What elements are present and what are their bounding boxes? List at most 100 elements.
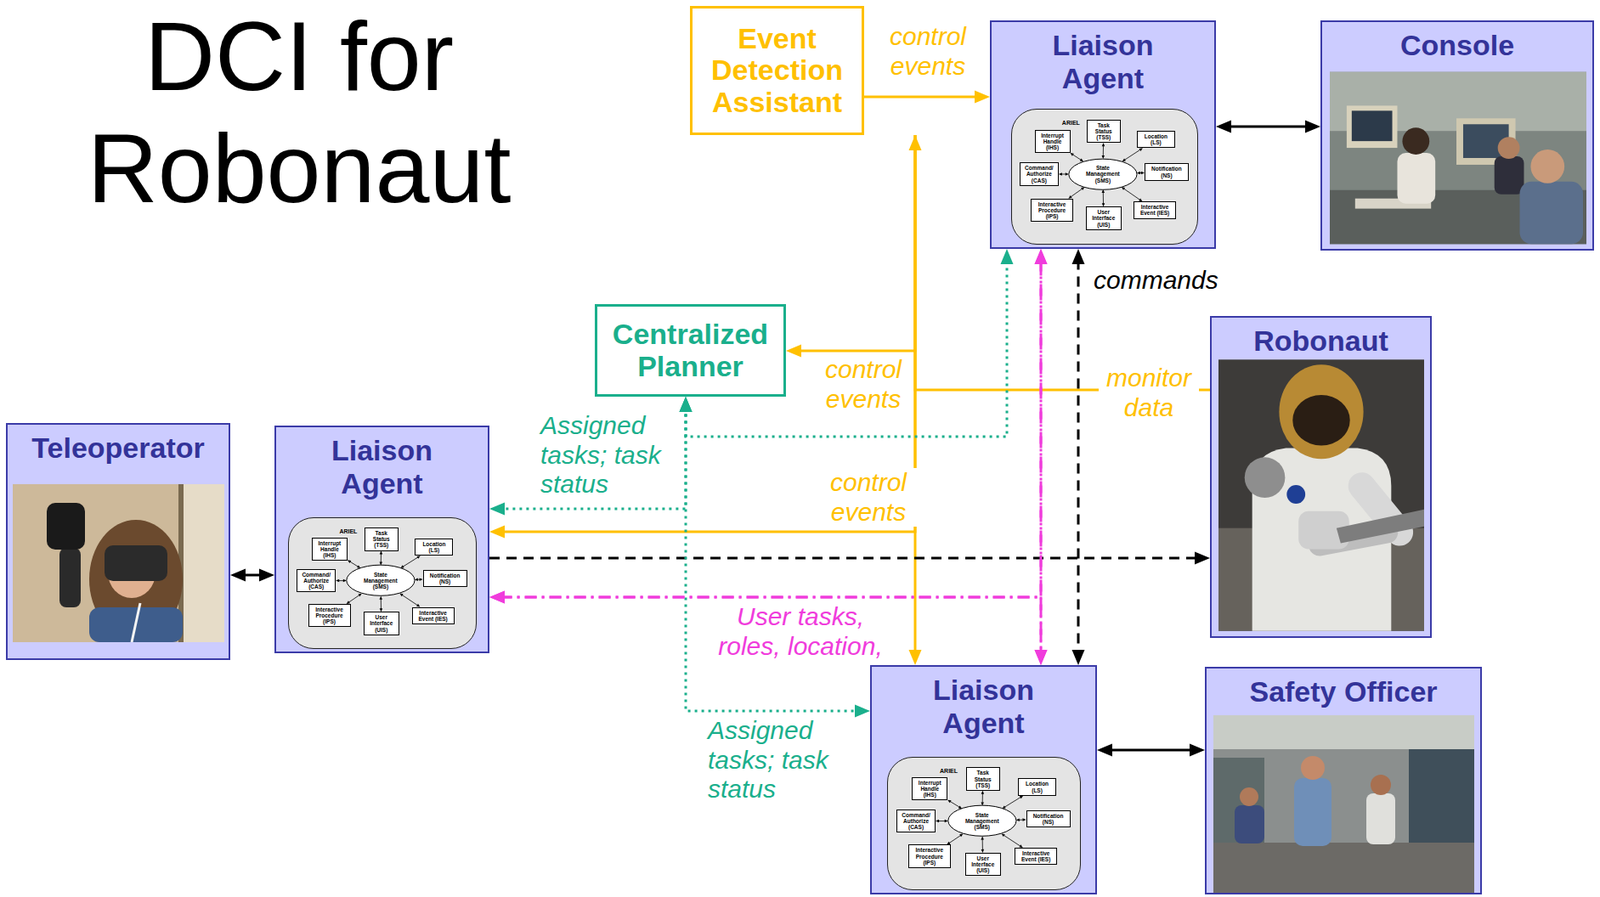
- node-title: Liaison Agent: [310, 434, 455, 501]
- connector: [335, 579, 347, 583]
- service-label: Command/ Authorize (CAS): [899, 812, 933, 831]
- connector: [864, 90, 990, 104]
- connector-line: [380, 553, 382, 563]
- connector-line: [797, 135, 916, 351]
- node-title: Liaison Agent: [1030, 28, 1176, 96]
- arrowhead: [1034, 248, 1048, 265]
- connector-label: control events: [878, 22, 978, 81]
- arrowhead: [935, 819, 939, 824]
- agent-box: Liaison AgentARIELInterrupt Handle (IHS)…: [870, 665, 1097, 895]
- service-label: Location (LS): [1140, 133, 1172, 146]
- service-label: Location (LS): [1021, 780, 1053, 793]
- connector: [980, 791, 984, 807]
- service-label: User Interface (UIS): [1089, 209, 1119, 227]
- service-box: Task Status (TSS): [966, 767, 1001, 791]
- connector: [1000, 833, 1023, 849]
- connector: [399, 593, 420, 608]
- arrowhead: [1080, 186, 1085, 191]
- service-box: Notification (NS): [1144, 163, 1189, 181]
- arrowhead: [944, 819, 949, 824]
- arrowhead: [958, 805, 962, 809]
- service-box: Interrupt Handle (IHS): [911, 777, 948, 801]
- photo-illustration: [1218, 359, 1425, 631]
- arrowhead: [1096, 744, 1113, 758]
- arrowhead: [947, 800, 951, 804]
- arrowhead: [909, 135, 922, 151]
- arrowhead: [335, 579, 340, 583]
- connector-line: [1070, 188, 1083, 198]
- arrowhead: [347, 559, 351, 564]
- arrowhead: [379, 596, 384, 600]
- arrowhead: [379, 562, 383, 566]
- arrowhead: [679, 396, 693, 413]
- connector-line: [1124, 149, 1142, 161]
- connector-line: [1072, 154, 1082, 161]
- connector: [947, 800, 962, 809]
- connector-label: commands: [1091, 265, 1222, 296]
- service-label: Task Status (TSS): [1090, 122, 1118, 141]
- arrowhead: [1034, 650, 1048, 666]
- connector: [935, 819, 949, 824]
- service-ellipse: State Management (SMS): [947, 804, 1018, 837]
- connector: [1058, 172, 1069, 176]
- connector-line: [1102, 145, 1104, 157]
- ellipse-outline: [948, 806, 1017, 837]
- photo-illustration: [1213, 715, 1475, 894]
- connector: [1016, 818, 1027, 822]
- photo-illustration: [12, 484, 225, 643]
- connector: [489, 248, 1048, 605]
- arrowhead: [1189, 744, 1205, 758]
- connector: [1034, 248, 1048, 666]
- connector-line: [500, 135, 916, 532]
- node-title: Robonaut: [1253, 324, 1389, 358]
- arrowhead: [1000, 833, 1005, 837]
- connector-line: [348, 594, 360, 603]
- arrowhead: [489, 591, 505, 605]
- actor-box: Console: [1320, 20, 1595, 251]
- connector-line: [349, 561, 359, 568]
- service-box: Interactive Procedure (IPS): [308, 604, 351, 628]
- service-box: Location (LS): [1017, 778, 1057, 796]
- node-title: Console: [1400, 28, 1515, 63]
- service-box: Notification (NS): [423, 570, 468, 588]
- connector-line: [500, 260, 1041, 598]
- arrowhead: [1194, 552, 1210, 566]
- service-label: User Interface (UIS): [968, 855, 998, 874]
- arrowhead: [1136, 171, 1141, 175]
- service-label: User Interface (UIS): [367, 614, 396, 633]
- service-box: User Interface (UIS): [1085, 206, 1122, 230]
- actor-box: Safety Officer: [1204, 667, 1482, 895]
- connector: [980, 836, 984, 854]
- connector: [489, 552, 1210, 566]
- connector: [379, 596, 384, 613]
- arrowhead: [679, 396, 693, 413]
- arrowhead: [981, 791, 984, 795]
- arrowhead: [980, 802, 984, 806]
- arrowhead: [679, 396, 693, 413]
- arrowhead: [1215, 120, 1232, 134]
- connector: [400, 555, 420, 569]
- connector-line: [1077, 260, 1080, 656]
- connector: [1070, 152, 1085, 162]
- service-label: Interactive Event (IES): [1017, 850, 1054, 863]
- ariel-panel: ARIELInterrupt Handle (IHS)Task Status (…: [887, 757, 1081, 891]
- connector-line: [685, 407, 860, 712]
- arrowhead: [1102, 155, 1105, 159]
- connector: [1068, 186, 1085, 198]
- arrowhead: [1034, 650, 1048, 666]
- connector: [489, 396, 693, 516]
- connector-label: control events: [819, 468, 918, 527]
- arrowhead: [785, 344, 802, 358]
- arrowhead: [1305, 120, 1321, 134]
- connector: [679, 396, 871, 719]
- service-label: Interactive Procedure (IPS): [311, 606, 348, 625]
- service-label: Interactive Procedure (IPS): [1034, 201, 1070, 220]
- arrowhead: [400, 565, 404, 569]
- arrowhead: [1102, 142, 1105, 147]
- connector: [230, 569, 275, 583]
- actor-box: Robonaut: [1209, 316, 1432, 639]
- photo-illustration: [1218, 358, 1425, 633]
- connector: [1102, 142, 1106, 159]
- service-label: Location (LS): [418, 541, 450, 554]
